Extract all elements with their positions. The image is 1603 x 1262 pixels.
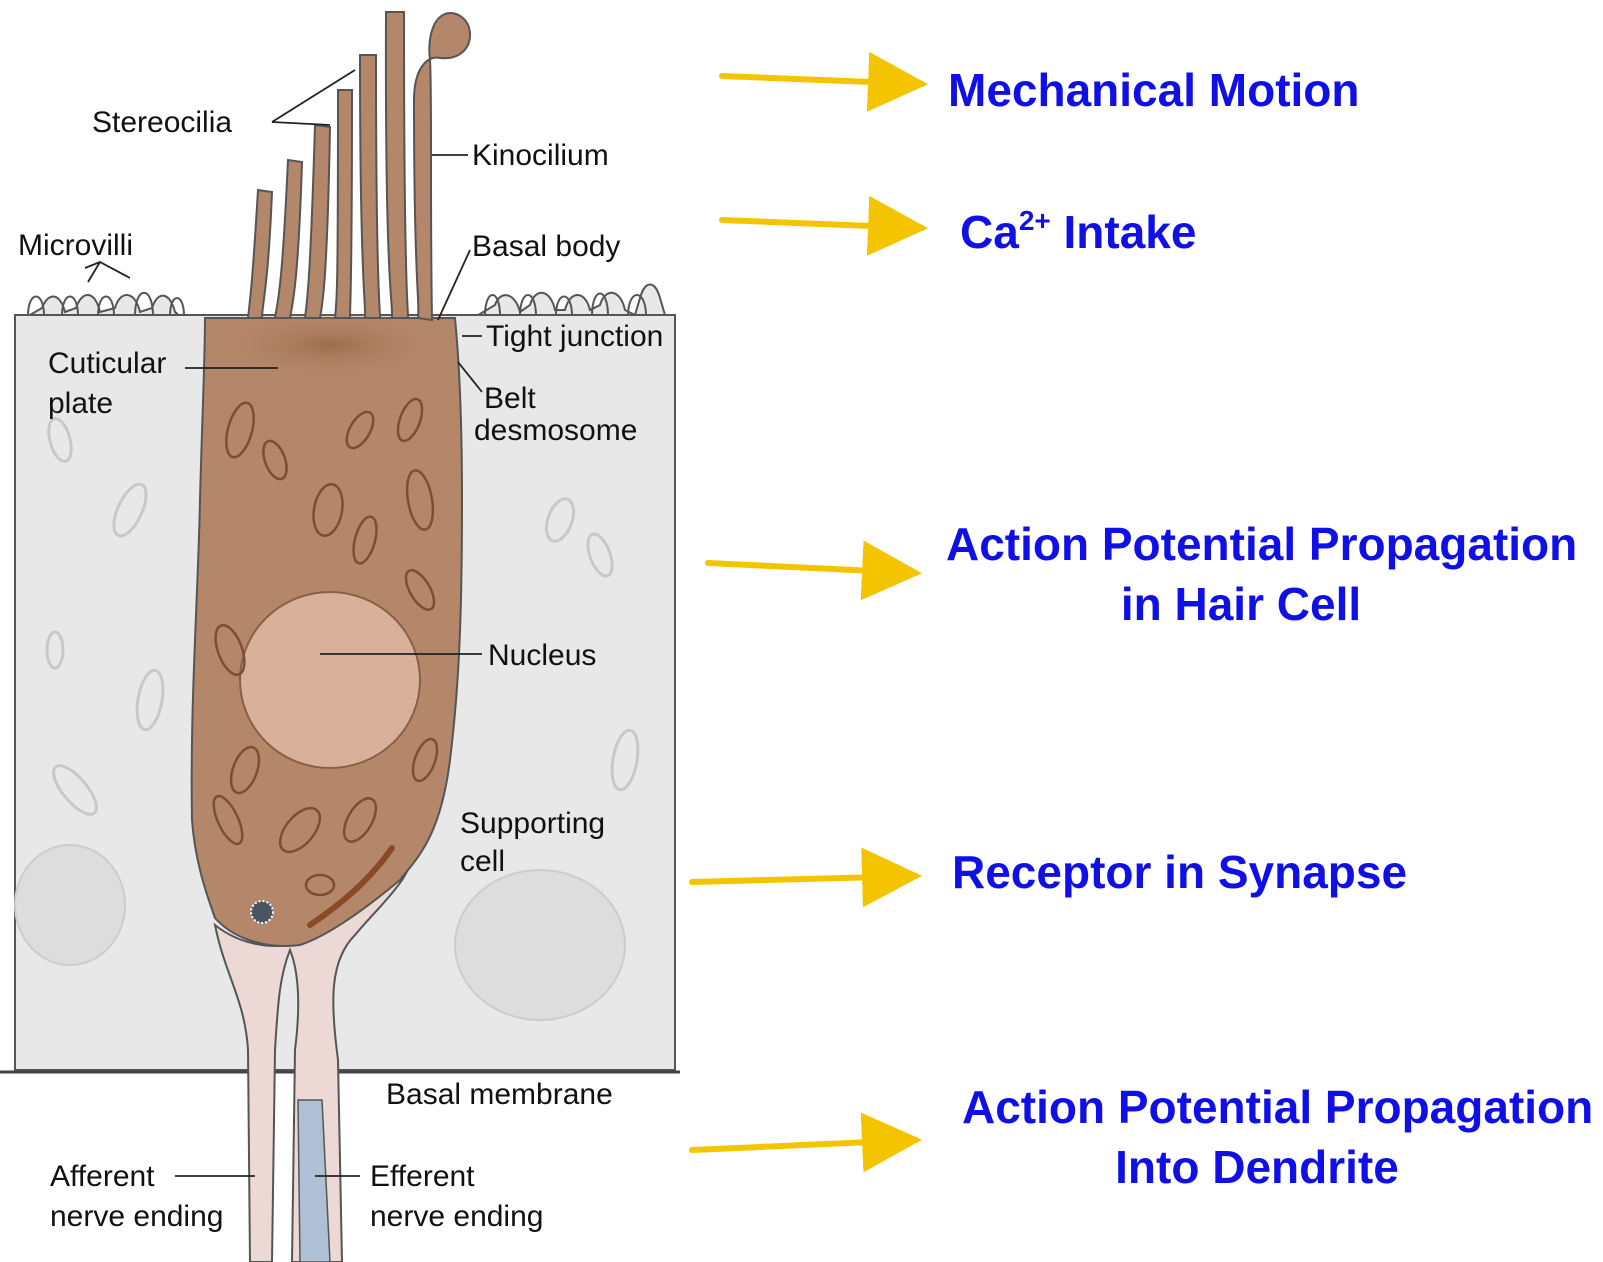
label-cuticular-plate-line1: Cuticular	[48, 347, 166, 380]
arrow-ap-dendrite	[692, 1140, 916, 1150]
label-supporting-cell-line2: cell	[460, 845, 505, 878]
label-nucleus: Nucleus	[488, 639, 596, 672]
annotation-arrows	[692, 76, 922, 1150]
annotation-ca-ion: Ca	[960, 206, 1019, 258]
arrow-mechanical-motion	[722, 76, 922, 84]
label-afferent-line2: nerve ending	[50, 1200, 223, 1233]
label-belt-desmosome-line1: Belt	[484, 382, 536, 415]
nucleus	[240, 592, 420, 768]
label-efferent-line1: Efferent	[370, 1160, 475, 1193]
arrow-ap-hair-cell	[708, 563, 916, 573]
annotation-ap-hair-cell: Action Potential Propagation in Hair Cel…	[946, 514, 1536, 634]
label-microvilli: Microvilli	[18, 229, 133, 262]
label-afferent-line1: Afferent	[50, 1160, 155, 1193]
cuticular-plate	[215, 310, 445, 380]
annotation-ap-hair-cell-line2: in Hair Cell	[946, 574, 1536, 634]
annotation-mechanical-motion: Mechanical Motion	[948, 60, 1359, 120]
label-supporting-cell-line1: Supporting	[460, 807, 605, 840]
stereocilia-bundle	[248, 12, 470, 320]
arrow-receptor-synapse	[692, 876, 916, 882]
label-stereocilia: Stereocilia	[92, 106, 232, 139]
label-kinocilium: Kinocilium	[472, 139, 609, 172]
kinocilium	[414, 13, 470, 320]
annotation-ap-dendrite: Action Potential Propagation Into Dendri…	[962, 1077, 1552, 1197]
annotation-ap-hair-cell-line1: Action Potential Propagation	[946, 514, 1536, 574]
annotation-ap-dendrite-line2: Into Dendrite	[962, 1137, 1552, 1197]
label-basal-membrane: Basal membrane	[386, 1078, 613, 1111]
hair-cell	[192, 310, 462, 946]
label-basal-body: Basal body	[472, 230, 620, 263]
arrow-ca-intake	[722, 220, 922, 228]
label-efferent-line2: nerve ending	[370, 1200, 543, 1233]
label-tight-junction: Tight junction	[486, 320, 663, 353]
label-cuticular-plate-line2: plate	[48, 387, 113, 420]
annotation-ca-intake-word: Intake	[1064, 206, 1197, 258]
annotation-ap-dendrite-line1: Action Potential Propagation	[962, 1077, 1552, 1137]
annotation-receptor-synapse: Receptor in Synapse	[952, 842, 1407, 902]
annotation-ca-charge: 2+	[1019, 205, 1051, 236]
label-belt-desmosome-line2: desmosome	[474, 414, 637, 447]
annotation-ca-intake: Ca2+ Intake	[960, 202, 1196, 262]
